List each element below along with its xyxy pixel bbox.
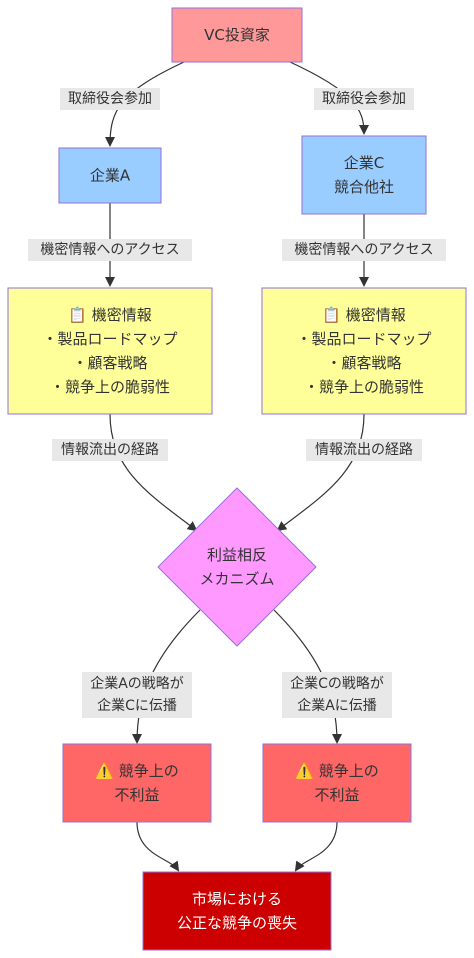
edge-label-text: 機密情報へのアクセス bbox=[40, 241, 179, 258]
node-label: 不利益 bbox=[314, 786, 359, 804]
node-confidential-info-a: 📋 機密情報 ・製品ロードマップ ・顧客戦略 ・競争上の脆弱性 bbox=[7, 287, 213, 415]
node-label: 公正な競争の喪失 bbox=[177, 914, 297, 932]
node-company-a: 企業A bbox=[58, 147, 162, 204]
edge-label-info-c-mechanism: 情報流出の経路 bbox=[306, 439, 422, 461]
edge-info-a-to-mechanism bbox=[109, 413, 198, 532]
edge-label-info-a-mechanism: 情報流出の経路 bbox=[52, 439, 168, 461]
node-label: VC投資家 bbox=[204, 26, 270, 44]
edge-label-text: 企業Cに伝播 bbox=[97, 697, 177, 714]
node-label: ・競争上の脆弱性 bbox=[50, 378, 170, 396]
node-disadvantage-a: ⚠️ 競争上の 不利益 bbox=[62, 743, 212, 823]
edge-label-text: 取締役会参加 bbox=[322, 90, 406, 107]
node-label: ・顧客戦略 bbox=[326, 354, 401, 372]
edge-label-company-c-info-c: 機密情報へのアクセス bbox=[282, 239, 446, 261]
node-label: ・競争上の脆弱性 bbox=[304, 378, 424, 396]
edge-label-mechanism-disadv-c: 企業Cの戦略が 企業Aに伝播 bbox=[282, 672, 392, 718]
edge-info-c-to-mechanism bbox=[276, 413, 365, 532]
edge-label-text: 企業Aの戦略が bbox=[90, 675, 184, 692]
node-company-c: 企業C 競合他社 bbox=[301, 135, 427, 215]
edge-label-mechanism-disadv-a: 企業Aの戦略が 企業Cに伝播 bbox=[82, 672, 192, 718]
node-disadvantage-c: ⚠️ 競争上の 不利益 bbox=[262, 743, 412, 823]
edge-disadv-c-to-loss bbox=[294, 821, 338, 872]
edge-label-vc-company-a: 取締役会参加 bbox=[60, 88, 160, 110]
node-label: 📋 機密情報 bbox=[322, 306, 405, 324]
node-label: 不利益 bbox=[114, 786, 159, 804]
node-label: 市場における bbox=[192, 890, 282, 908]
edge-label-text: 情報流出の経路 bbox=[315, 442, 413, 458]
node-label: 利益相反 bbox=[207, 546, 267, 564]
node-label: 📋 機密情報 bbox=[68, 306, 151, 324]
nodes: VC投資家 企業A 企業C 競合他社 📋 機密情報 ・製品ロードマップ ・顧客戦… bbox=[7, 7, 467, 951]
node-label: ⚠️ 競争上の bbox=[295, 762, 378, 780]
node-label: ・製品ロードマップ bbox=[296, 330, 431, 348]
edge-labels: 取締役会参加 取締役会参加 機密情報へのアクセス 機密情報へのアクセス 情報流出… bbox=[28, 88, 446, 718]
node-vc-investor: VC投資家 bbox=[171, 7, 303, 63]
edge-label-text: 機密情報へのアクセス bbox=[294, 241, 433, 258]
edge-label-company-a-info-a: 機密情報へのアクセス bbox=[28, 239, 192, 261]
node-label: ・顧客戦略 bbox=[72, 354, 147, 372]
node-label: ・製品ロードマップ bbox=[42, 330, 177, 348]
edge-label-vc-company-c: 取締役会参加 bbox=[314, 88, 414, 110]
node-conflict-mechanism: 利益相反 メカニズム bbox=[157, 487, 317, 647]
edge-label-text: 企業Cの戦略が bbox=[290, 675, 384, 692]
node-label: ⚠️ 競争上の bbox=[95, 762, 178, 780]
node-label: 競合他社 bbox=[334, 178, 394, 196]
edge-label-text: 取締役会参加 bbox=[68, 90, 152, 107]
node-label: 企業A bbox=[90, 167, 131, 185]
node-confidential-info-c: 📋 機密情報 ・製品ロードマップ ・顧客戦略 ・競争上の脆弱性 bbox=[261, 287, 467, 415]
edge-label-text: 企業Aに伝播 bbox=[297, 697, 377, 714]
node-loss-of-fair-competition: 市場における 公正な競争の喪失 bbox=[142, 871, 332, 951]
edge-disadv-a-to-loss bbox=[136, 821, 180, 872]
edge-label-text: 情報流出の経路 bbox=[61, 442, 159, 458]
node-label: メカニズム bbox=[199, 570, 274, 588]
node-label: 企業C bbox=[344, 154, 384, 172]
